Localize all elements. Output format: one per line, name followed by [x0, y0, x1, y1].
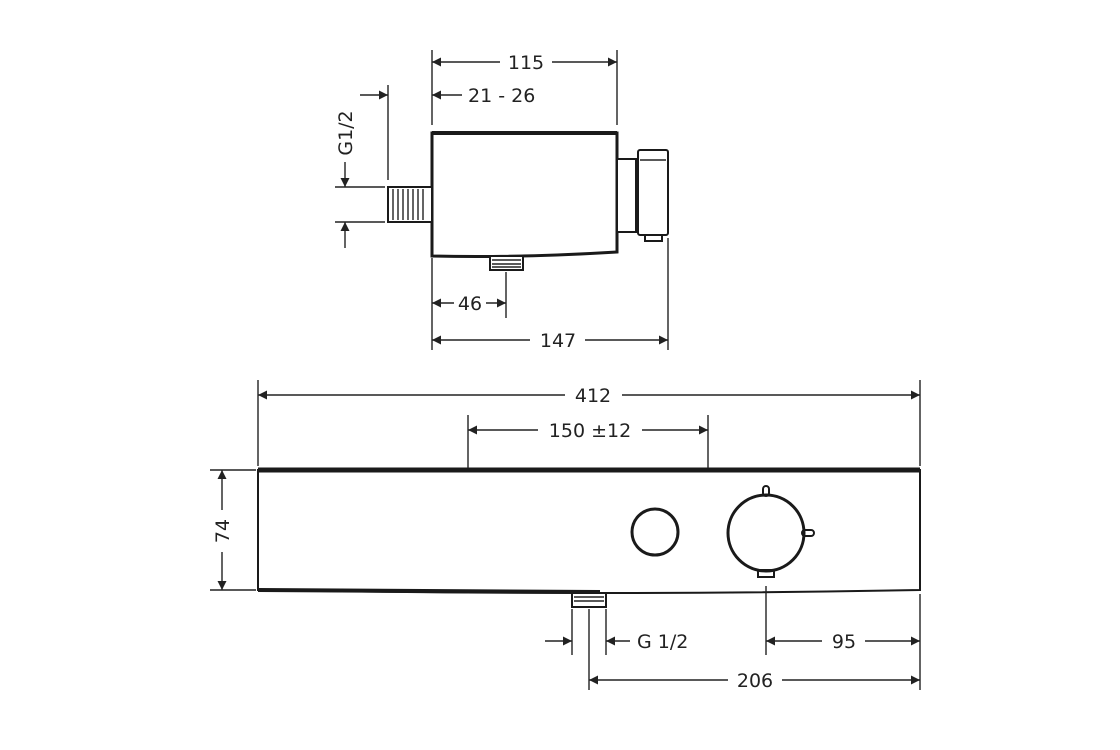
dim-label: 74 [212, 519, 234, 543]
front-outlet [571, 592, 607, 608]
handle-side [616, 149, 669, 242]
front-view: 412 150 ±12 74 G 1/2 [210, 380, 921, 692]
front-body [257, 467, 921, 594]
dim-21-26: 21 - 26 [432, 85, 535, 107]
dim-206: 206 [589, 670, 920, 692]
dim-label: 150 ±12 [549, 420, 631, 442]
dim-412: 412 [257, 380, 921, 466]
side-body [430, 131, 619, 258]
dim-95: 95 [765, 586, 921, 690]
dim-150: 150 ±12 [467, 415, 709, 468]
dim-115: 115 [431, 50, 618, 125]
side-view: 115 21 - 26 G1/2 46 147 [335, 50, 669, 352]
dim-label: 206 [737, 670, 773, 692]
dim-label: 46 [458, 293, 482, 315]
dim-label: 21 - 26 [468, 85, 535, 107]
dim-g12-front: G 1/2 [545, 609, 688, 690]
dim-147: 147 [432, 238, 669, 352]
dim-46: 46 [431, 258, 507, 350]
inlet-thread [387, 186, 433, 223]
dim-74: 74 [210, 469, 256, 591]
dim-label: G 1/2 [637, 631, 688, 653]
bottom-outlet [489, 255, 524, 271]
dim-label: 412 [575, 385, 611, 407]
push-button [630, 507, 680, 557]
thermostat-handle [726, 485, 815, 578]
dim-label: 95 [832, 631, 856, 653]
dim-g12-side: G1/2 [335, 85, 389, 248]
dim-label: 115 [508, 52, 544, 74]
dim-label: 147 [540, 330, 576, 352]
dim-label: G1/2 [335, 110, 357, 155]
